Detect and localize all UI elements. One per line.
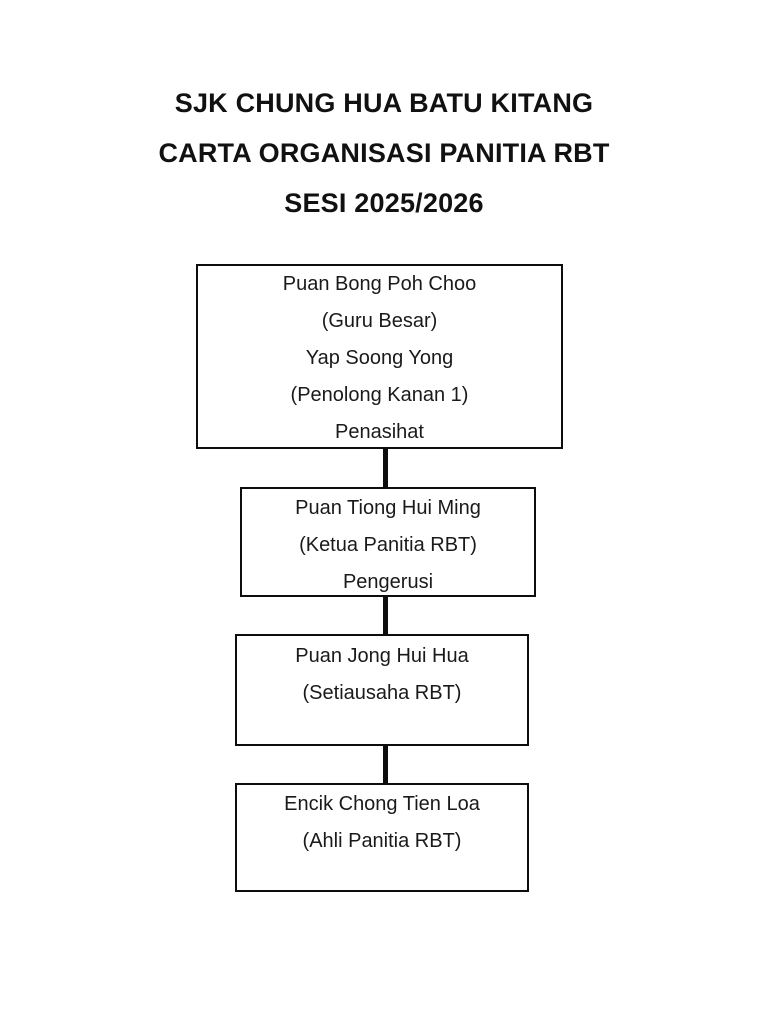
connector-line bbox=[383, 597, 388, 634]
org-node-ahli: Encik Chong Tien Loa (Ahli Panitia RBT) bbox=[235, 783, 529, 892]
node-line: (Penolong Kanan 1) bbox=[290, 384, 469, 406]
org-node-pengerusi: Puan Tiong Hui Ming (Ketua Panitia RBT) … bbox=[240, 487, 536, 597]
node-line: Puan Tiong Hui Ming bbox=[295, 497, 481, 519]
node-line: (Ketua Panitia RBT) bbox=[299, 534, 477, 556]
node-line: Puan Bong Poh Choo bbox=[282, 273, 477, 295]
node-line: (Setiausaha RBT) bbox=[302, 682, 462, 704]
connector-line bbox=[383, 746, 388, 783]
node-line: Penasihat bbox=[335, 421, 424, 443]
node-line: (Guru Besar) bbox=[321, 310, 438, 332]
node-line: (Ahli Panitia RBT) bbox=[302, 830, 462, 852]
page-title-line: SESI 2025/2026 bbox=[284, 188, 484, 218]
node-line: Puan Jong Hui Hua bbox=[295, 645, 469, 667]
page-title-line: SJK CHUNG HUA BATU KITANG bbox=[174, 88, 594, 118]
node-line: Encik Chong Tien Loa bbox=[284, 793, 480, 815]
connector-line bbox=[383, 449, 388, 487]
page-title-line: CARTA ORGANISASI PANITIA RBT bbox=[158, 138, 610, 168]
page-title: SJK CHUNG HUA BATU KITANG CARTA ORGANISA… bbox=[0, 78, 768, 228]
org-node-setiausaha: Puan Jong Hui Hua (Setiausaha RBT) bbox=[235, 634, 529, 746]
org-node-penasihat: Puan Bong Poh Choo (Guru Besar) Yap Soon… bbox=[196, 264, 563, 449]
node-line: Yap Soong Yong bbox=[305, 347, 454, 369]
node-line: Pengerusi bbox=[342, 571, 434, 593]
